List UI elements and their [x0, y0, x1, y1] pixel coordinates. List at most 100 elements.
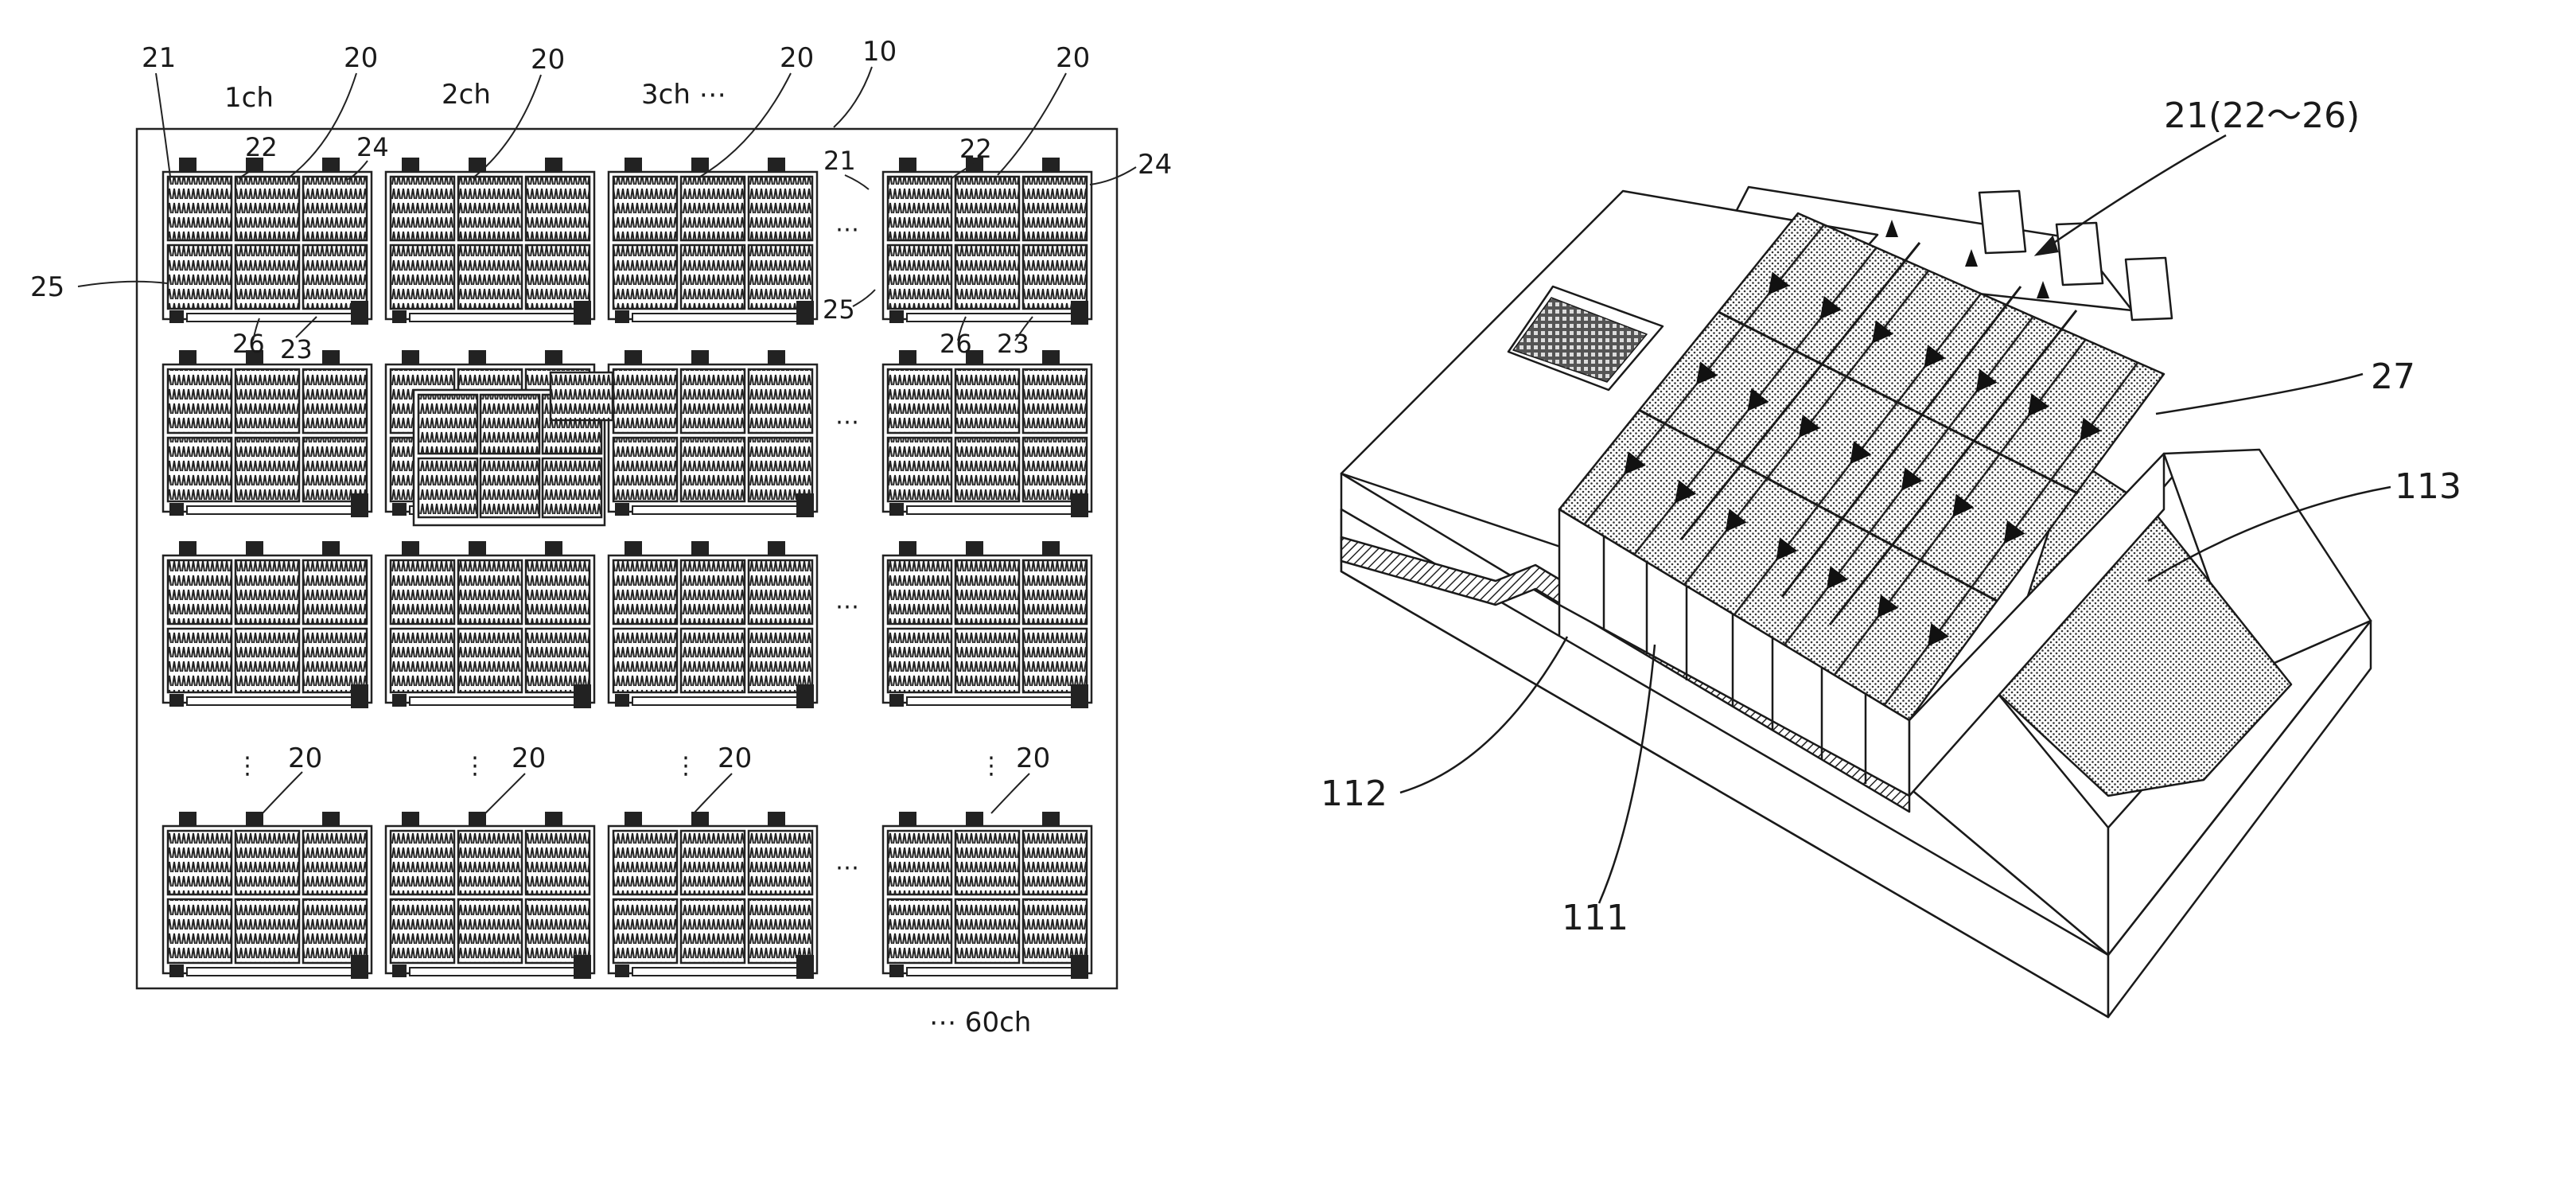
- label-23-a: 23: [280, 334, 313, 364]
- bond-pad: [179, 350, 197, 364]
- sensor-cell: [888, 629, 951, 692]
- bond-pad: [545, 541, 562, 555]
- sensor-cell: [481, 458, 539, 517]
- sensor-module: [883, 812, 1091, 979]
- corner-pad: [615, 694, 629, 707]
- corner-pad: [615, 310, 629, 323]
- sensor-module: [609, 812, 817, 979]
- sensor-cell: [1023, 369, 1087, 433]
- bond-pad: [402, 350, 419, 364]
- bond-pad: [625, 541, 642, 555]
- sensor-cell: [888, 438, 951, 501]
- bond-pad: [246, 812, 263, 826]
- sensor-cell: [681, 438, 745, 501]
- row2-ellipsis: ⋯: [835, 408, 859, 436]
- side-pad: [351, 955, 368, 979]
- sensor-cell: [235, 831, 299, 894]
- sensor-cell: [458, 177, 522, 240]
- label-21-b: 21: [823, 146, 856, 176]
- label-26-a: 26: [232, 329, 265, 359]
- sensor-module: [883, 350, 1091, 517]
- bond-pad: [246, 541, 263, 555]
- bond-pad: [179, 812, 197, 826]
- sensor-cell: [681, 177, 745, 240]
- corner-pad: [169, 694, 184, 707]
- wiring-strip: [632, 968, 800, 976]
- corner-pad: [169, 503, 184, 516]
- wiring-strip: [907, 506, 1074, 514]
- label-111: 111: [1562, 898, 1628, 938]
- sensor-cell: [749, 831, 812, 894]
- label-21-26: 21(22～26): [2164, 95, 2360, 136]
- sensor-cell: [888, 177, 951, 240]
- corner-pad: [889, 694, 904, 707]
- sensor-cell: [303, 560, 367, 624]
- sensor-module: [883, 158, 1091, 325]
- sensor-cell: [458, 560, 522, 624]
- sensor-cell: [955, 899, 1019, 963]
- label-113: 113: [2395, 466, 2461, 507]
- bond-pad: [322, 541, 340, 555]
- wiring-strip: [632, 697, 800, 705]
- bond-pad: [899, 812, 916, 826]
- sensor-cell: [749, 177, 812, 240]
- sensor-cell: [458, 831, 522, 894]
- wiring-strip: [907, 314, 1074, 322]
- sensor-cell: [613, 177, 677, 240]
- sensor-cell: [955, 629, 1019, 692]
- bond-pad: [322, 812, 340, 826]
- corner-pad: [392, 503, 407, 516]
- sensor-cell: [526, 177, 590, 240]
- sensor-cell: [955, 831, 1019, 894]
- corner-pad: [392, 965, 407, 977]
- isometric-sensor-figure: 21(22～26) 27 113 112 111: [1321, 95, 2461, 1017]
- wiring-strip: [907, 968, 1074, 976]
- sensor-cell: [168, 245, 232, 309]
- bond-pad: [469, 350, 486, 364]
- label-20-g: 20: [718, 742, 752, 774]
- sensor-cell: [168, 831, 232, 894]
- sensor-cell: [526, 629, 590, 692]
- side-pad: [574, 684, 591, 708]
- sensor-cell: [526, 831, 590, 894]
- side-pad: [1071, 493, 1088, 517]
- side-pad: [574, 301, 591, 325]
- side-pad: [1071, 955, 1088, 979]
- label-20-d: 20: [1056, 42, 1090, 74]
- bond-pad: [1042, 350, 1060, 364]
- sensor-cell: [1023, 438, 1087, 501]
- bond-pad: [179, 541, 197, 555]
- label-20-f: 20: [512, 742, 546, 774]
- sensor-cell: [749, 629, 812, 692]
- sensor-cell: [303, 831, 367, 894]
- sensor-cell: [888, 245, 951, 309]
- wiring-strip: [907, 697, 1074, 705]
- sensor-cell: [888, 369, 951, 433]
- bond-pad: [625, 350, 642, 364]
- label-20-c: 20: [780, 42, 814, 74]
- bond-pad: [402, 541, 419, 555]
- sensor-cell: [418, 458, 477, 517]
- label-2ch: 2ch: [442, 79, 491, 111]
- sensor-cell: [391, 560, 454, 624]
- sensor-cell: [1023, 831, 1087, 894]
- sensor-module: [883, 541, 1091, 708]
- wiring-strip: [632, 314, 800, 322]
- bond-pad: [545, 350, 562, 364]
- label-26-b: 26: [940, 329, 972, 359]
- label-25-b: 25: [823, 294, 855, 325]
- wiring-strip: [187, 697, 354, 705]
- wiring-strip: [410, 314, 577, 322]
- label-20-h: 20: [1016, 742, 1050, 774]
- corner-pad: [615, 503, 629, 516]
- sensor-cell: [543, 458, 601, 517]
- label-24-a: 24: [356, 132, 389, 162]
- sensor-modules: [163, 158, 1091, 979]
- wiring-strip: [632, 506, 800, 514]
- sensor-cell: [681, 629, 745, 692]
- bond-pad: [966, 812, 983, 826]
- corner-pad: [392, 310, 407, 323]
- corner-pad: [889, 965, 904, 977]
- sensor-cell: [458, 245, 522, 309]
